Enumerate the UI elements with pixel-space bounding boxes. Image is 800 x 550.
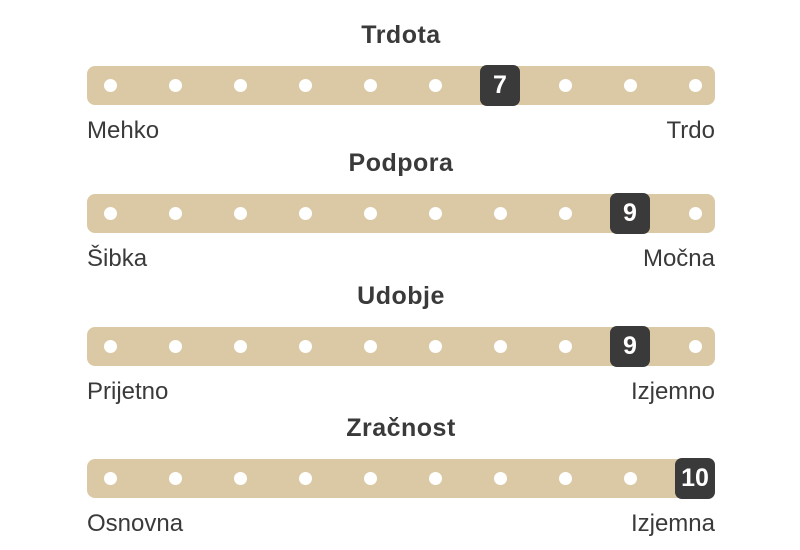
scale-dot: [233, 207, 247, 220]
scale-dot: [558, 79, 572, 92]
scale-dot: [103, 79, 117, 92]
scale-track: 9: [87, 193, 715, 234]
scale-value-marker: 7: [480, 65, 520, 106]
scale-dot: [428, 207, 442, 220]
scale-dot: [558, 340, 572, 353]
scale-dot: [233, 340, 247, 353]
scale-dot: [493, 340, 507, 353]
scale-max-label: Izjemna: [630, 510, 715, 537]
scale-track: 9: [87, 326, 715, 367]
scale-dot: [428, 79, 442, 92]
scale-max-label: Močna: [642, 245, 715, 272]
scale-dot: [168, 79, 182, 92]
scale-dot: [623, 472, 637, 485]
scale-max-label: Trdo: [666, 117, 715, 144]
scale-title: Trdota: [361, 21, 441, 49]
scale-dot: [168, 472, 182, 485]
scale-dot: [428, 340, 442, 353]
scale-dot: [233, 79, 247, 92]
scale-dot: [428, 472, 442, 485]
scale-dot: [623, 79, 637, 92]
scale-min-label: Mehko: [87, 117, 160, 144]
scale-value-marker: 10: [675, 458, 715, 499]
scale-min-label: Osnovna: [87, 510, 184, 537]
scale-dot: [168, 340, 182, 353]
scale-dot: [688, 207, 702, 220]
scale-dot: [558, 472, 572, 485]
scale-min-label: Šibka: [87, 245, 148, 272]
scale-min-label: Prijetno: [87, 378, 169, 405]
scale-dot: [103, 340, 117, 353]
scale-dot: [168, 207, 182, 220]
scale-dot: [558, 207, 572, 220]
scale-dot: [298, 207, 312, 220]
scale-dot: [363, 79, 377, 92]
scale-dot: [103, 207, 117, 220]
scale-dot: [493, 472, 507, 485]
scale-title: Podpora: [348, 149, 454, 177]
scale-dot: [103, 472, 117, 485]
scale-max-label: Izjemno: [630, 378, 715, 405]
scale-dot: [298, 79, 312, 92]
scale-dot: [363, 472, 377, 485]
scale-value-marker: 9: [610, 326, 650, 367]
scale-dot: [493, 207, 507, 220]
scale-title: Udobje: [357, 282, 445, 310]
scale-dot: [298, 340, 312, 353]
scale-dot: [363, 340, 377, 353]
scale-dot: [363, 207, 377, 220]
scale-track: 10: [87, 458, 715, 499]
scale-track: 7: [87, 65, 715, 106]
scale-dot: [298, 472, 312, 485]
scale-dot: [688, 340, 702, 353]
scale-dot: [233, 472, 247, 485]
scale-value-marker: 9: [610, 193, 650, 234]
scale-title: Zračnost: [346, 414, 456, 442]
scale-dot: [688, 79, 702, 92]
